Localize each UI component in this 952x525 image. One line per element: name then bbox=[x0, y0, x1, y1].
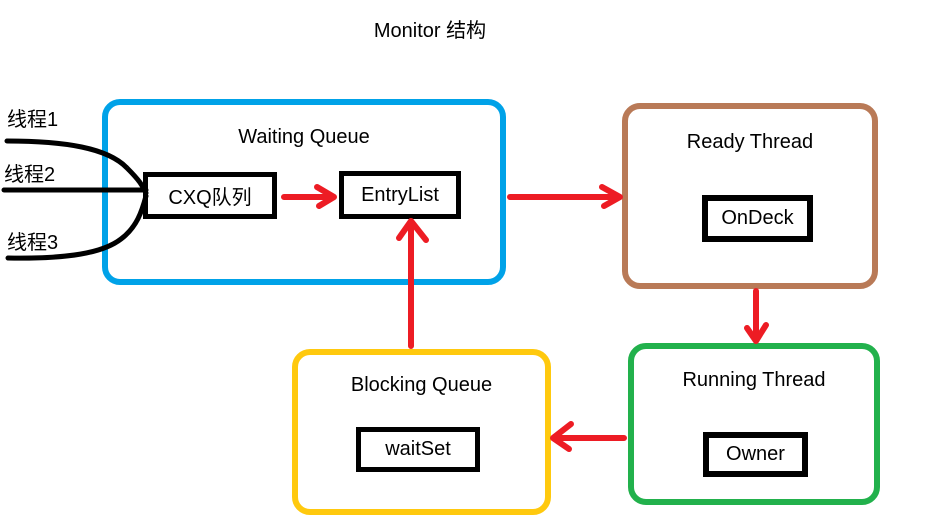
waiting-queue-label: Waiting Queue bbox=[238, 126, 370, 148]
running-thread-box: Running Thread bbox=[628, 343, 880, 505]
ready-thread-box: Ready Thread bbox=[622, 103, 878, 289]
owner-node: Owner bbox=[703, 432, 808, 477]
blocking-queue-box: Blocking Queue bbox=[292, 349, 551, 515]
waitset-node: waitSet bbox=[356, 427, 480, 472]
blocking-queue-label: Blocking Queue bbox=[350, 374, 493, 396]
arrow-running-to-blocking bbox=[550, 421, 627, 452]
running-thread-label: Running Thread bbox=[682, 369, 826, 391]
arrow-ready-to-running bbox=[744, 288, 769, 344]
ondeck-node: OnDeck bbox=[702, 195, 813, 242]
thread-3-label: 线程3 bbox=[7, 232, 59, 254]
arrow-waiting-to-ready bbox=[507, 184, 623, 209]
thread-2-label: 线程2 bbox=[4, 164, 56, 186]
entrylist-node: EntryList bbox=[339, 171, 461, 219]
ready-thread-label: Ready Thread bbox=[686, 131, 814, 153]
cxq-queue-node: CXQ队列 bbox=[143, 172, 277, 219]
thread-1-label: 线程1 bbox=[7, 109, 59, 131]
diagram-title: Monitor 结构 bbox=[373, 20, 487, 42]
